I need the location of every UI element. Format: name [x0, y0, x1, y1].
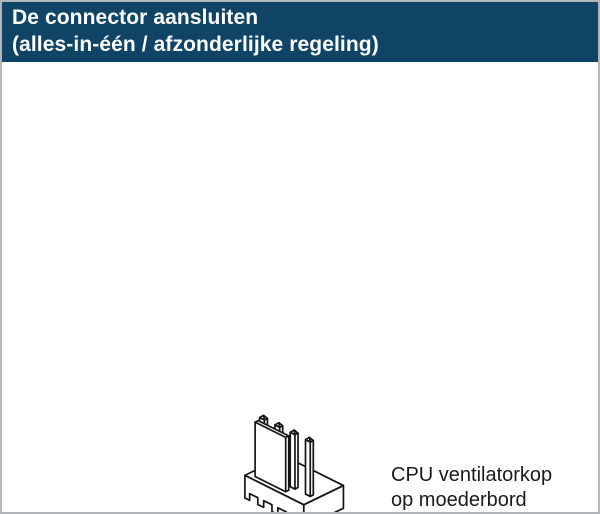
- connector-pin-4-edges: [304, 436, 315, 498]
- connector-base-front-left-face: [244, 474, 305, 512]
- figure-caption-line-1: CPU ventilatorkop: [391, 464, 553, 486]
- page-title-line-1: De connector aansluiten: [12, 6, 259, 29]
- connector-pin-3-edges: [289, 429, 299, 490]
- connector-base-front-right-face: [302, 484, 345, 512]
- cpu-fan-header-connector-icon: [244, 414, 345, 512]
- figure-caption: CPU ventilatorkop op moederbord: [391, 463, 552, 512]
- section-header: De connector aansluiten (alles-in-één / …: [2, 2, 598, 62]
- figure-caption-line-2: op moederbord: [391, 488, 527, 511]
- connector-keying-wall-edges: [254, 421, 290, 493]
- figure-area: CPU ventilatorkop op moederbord: [2, 62, 598, 512]
- page-title-line-2: (alles-in-één / afzonderlijke regeling): [12, 32, 379, 56]
